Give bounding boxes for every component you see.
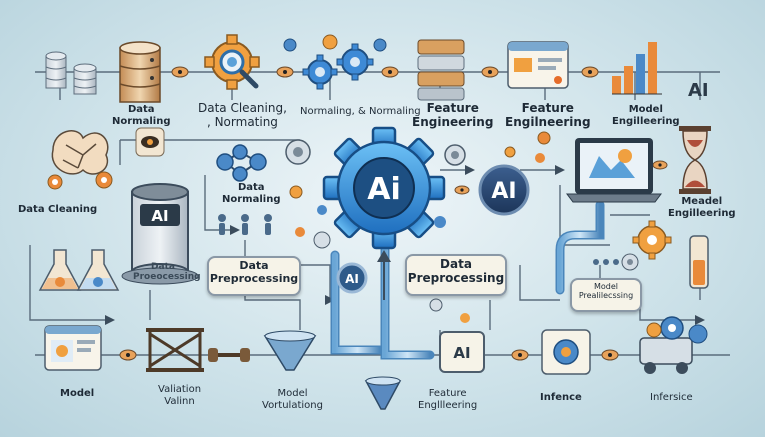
people-icon xyxy=(593,259,619,265)
inference-icon xyxy=(541,329,591,375)
flask-icon xyxy=(76,249,120,291)
label-meadel-engineering: Meadel Engilleering xyxy=(668,196,736,219)
ai-right-badge: AI xyxy=(478,164,530,216)
label-data-cleaning-mid: Data Cleaning xyxy=(18,204,98,215)
svg-text:AI: AI xyxy=(491,179,516,204)
gear-icon xyxy=(632,220,672,260)
label-cylinder-proeocessing: Data Proeocessing xyxy=(133,262,201,283)
funnel-icon xyxy=(263,330,317,371)
ai-cylinder-icon: AI xyxy=(121,183,199,285)
people-icon xyxy=(218,214,272,235)
svg-text:AI: AI xyxy=(453,344,470,362)
gear-icon xyxy=(444,144,466,166)
eye-icon xyxy=(135,127,165,157)
model-preprocessing-box: Model Prealilecssing xyxy=(570,278,642,312)
arrow-heads xyxy=(105,165,705,325)
browser-window-icon xyxy=(44,325,102,371)
gear-icon xyxy=(204,34,260,90)
central-ai-gear-icon: Ai xyxy=(322,126,446,250)
label-validation: Valiation Valinn xyxy=(158,384,202,407)
line-connectors xyxy=(119,66,668,361)
gear-icon xyxy=(336,43,374,81)
ai-center-badge: Ai xyxy=(367,172,401,207)
label-infence: Infence xyxy=(540,392,582,403)
bar-chart-icon xyxy=(612,42,662,95)
gear-icon xyxy=(302,54,338,90)
svg-text:AI: AI xyxy=(345,272,359,286)
data-preprocessing-box-center: Data Preprocessing xyxy=(405,254,507,296)
database-icon xyxy=(45,51,67,89)
network-icon xyxy=(51,130,109,175)
node-icon xyxy=(289,185,331,249)
node-icon xyxy=(283,34,387,52)
validation-icon xyxy=(146,328,204,372)
label-normaling: Normaling, & Normaling xyxy=(300,106,421,117)
label-model-engineering-top: Model Engilleering xyxy=(612,104,680,127)
label-infersice: Infersice xyxy=(650,392,693,403)
label-data-normaling-top: Data Normaling xyxy=(112,104,171,127)
label-model-bottom: Model xyxy=(60,388,95,399)
browser-window-icon xyxy=(507,41,569,89)
label-model-vortulationg: Model Vortulationg xyxy=(262,388,323,411)
gauge-icon xyxy=(689,235,709,289)
database-icon xyxy=(119,41,161,103)
database-icon xyxy=(417,39,465,101)
gear-icon xyxy=(285,139,311,165)
label-data-normaling-mid: Data Normaling xyxy=(222,182,281,205)
flask-icon xyxy=(38,249,82,291)
ai-chart-badge: AI xyxy=(688,80,709,101)
label-feature-engineering-top-2: Feature Engilneering xyxy=(505,101,591,129)
ai-cylinder-badge: AI xyxy=(151,207,168,225)
data-preprocessing-box-left: Data Preprocessing xyxy=(207,256,301,296)
network-icon xyxy=(216,144,267,182)
gear-icon xyxy=(95,171,113,189)
gear-icon xyxy=(47,174,63,190)
arrow-up xyxy=(377,250,391,300)
ai-small-square-badge: AI xyxy=(439,331,485,373)
laptop-icon xyxy=(566,138,662,203)
robot-icon xyxy=(639,316,708,374)
ai-small-badge: AI xyxy=(336,262,368,294)
database-icon xyxy=(73,63,97,95)
node-icon xyxy=(429,131,551,323)
gear-icon xyxy=(621,253,639,271)
connector-icon xyxy=(208,348,250,362)
label-data-cleaning-top: Data Cleaning, , Normating xyxy=(198,101,287,129)
label-feature-engineering-bottom: Feature Engllleering xyxy=(418,388,478,411)
funnel-icon xyxy=(364,376,402,410)
hourglass-icon xyxy=(679,126,711,194)
label-feature-engineering-top-1: Feature Engineering xyxy=(412,101,494,129)
